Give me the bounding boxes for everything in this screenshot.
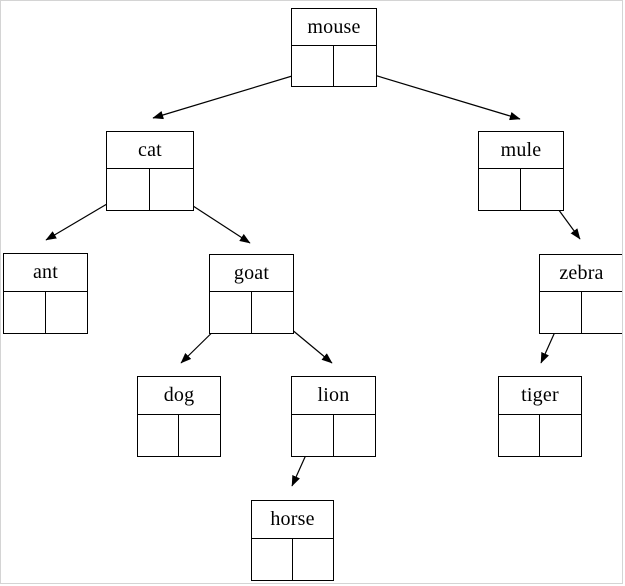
right-pointer-cell (582, 292, 623, 333)
node-label: mouse (292, 9, 376, 46)
right-pointer-cell (293, 539, 334, 580)
node-label: zebra (540, 255, 622, 293)
left-pointer-cell (107, 169, 150, 210)
edge-mouse-to-mule (353, 68, 521, 121)
node-pointer-cells (479, 169, 563, 210)
right-pointer-cell (540, 415, 581, 456)
left-pointer-cell (138, 414, 179, 456)
tree-node-lion[interactable]: lion (291, 376, 376, 457)
node-pointer-cells (540, 292, 623, 333)
right-pointer-cell (150, 169, 193, 210)
right-pointer-cell (46, 292, 88, 333)
node-label: goat (210, 255, 293, 293)
node-pointer-cells (4, 291, 88, 333)
node-pointer-cells (252, 538, 334, 580)
right-pointer-cell (334, 46, 376, 86)
left-pointer-cell (210, 292, 252, 333)
tree-node-dog[interactable]: dog (137, 376, 221, 457)
node-label: ant (4, 254, 87, 292)
tree-node-zebra[interactable]: zebra (539, 254, 623, 334)
node-label: dog (138, 377, 220, 415)
tree-node-tiger[interactable]: tiger (498, 376, 582, 457)
right-pointer-cell (334, 415, 376, 456)
right-pointer-cell (521, 169, 563, 210)
tree-node-goat[interactable]: goat (209, 254, 294, 334)
node-pointer-cells (107, 169, 193, 210)
right-pointer-cell (252, 292, 294, 333)
node-label: cat (107, 132, 193, 170)
node-pointer-cells (138, 414, 220, 456)
right-pointer-cell (179, 415, 220, 456)
left-pointer-cell (479, 169, 521, 210)
tree-node-cat[interactable]: cat (106, 131, 194, 211)
left-pointer-cell (540, 292, 582, 333)
node-pointer-cells (292, 414, 376, 456)
node-label: mule (479, 132, 563, 170)
tree-node-horse[interactable]: horse (251, 500, 334, 581)
left-pointer-cell (499, 414, 540, 456)
left-pointer-cell (292, 45, 334, 86)
left-pointer-cell (292, 414, 334, 456)
left-pointer-cell (252, 538, 293, 580)
left-pointer-cell (4, 291, 46, 333)
tree-node-ant[interactable]: ant (3, 253, 88, 334)
node-pointer-cells (210, 292, 293, 333)
node-label: lion (292, 377, 375, 415)
tree-node-mouse[interactable]: mouse (291, 8, 377, 87)
edge-mouse-to-cat (152, 69, 313, 120)
tree-node-mule[interactable]: mule (478, 131, 564, 211)
node-pointer-cells (292, 45, 376, 86)
node-label: horse (252, 501, 333, 539)
node-label: tiger (499, 377, 581, 415)
node-pointer-cells (499, 414, 581, 456)
